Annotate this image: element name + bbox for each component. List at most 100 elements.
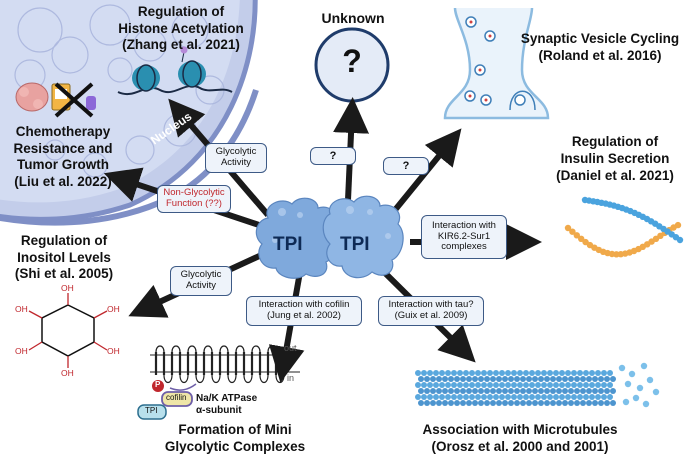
microtubules-title: Association with Microtubules (Orosz et … xyxy=(400,422,640,455)
tubulin-dimer xyxy=(427,370,433,376)
tubulin-dimer xyxy=(463,382,469,388)
tubulin-dimer xyxy=(448,376,454,382)
free-tubulin xyxy=(622,398,630,406)
tubulin-dimer xyxy=(505,394,511,400)
inositol-outcome-title: Regulation of Inositol Levels (Shi et al… xyxy=(0,233,128,283)
tubulin-dimer xyxy=(556,400,562,406)
tubulin-dimer xyxy=(466,388,472,394)
tubulin-dimer xyxy=(484,376,490,382)
tubulin-dimer xyxy=(559,370,565,376)
tubulin-dimer xyxy=(451,382,457,388)
membrane-out-label: out xyxy=(284,343,297,353)
block-x-icon xyxy=(54,82,94,118)
tubulin-dimer xyxy=(610,376,616,382)
tubulin-dimer xyxy=(556,388,562,394)
tubulin-dimer xyxy=(583,382,589,388)
chain-bead xyxy=(578,235,585,242)
tubulin-dimer xyxy=(439,382,445,388)
tubulin-dimer xyxy=(511,382,517,388)
tubulin-dimer xyxy=(589,394,595,400)
mini-line-1: Formation of Mini xyxy=(178,422,292,437)
tubulin-dimer xyxy=(562,376,568,382)
tpi-label-left: TPI xyxy=(273,234,303,255)
chemo-line-3: Tumor Growth xyxy=(17,157,109,172)
tubulin-dimer xyxy=(487,382,493,388)
tubulin-dimer xyxy=(514,400,520,406)
question-mark-icon: ? xyxy=(342,43,362,79)
tubulin-dimer xyxy=(433,370,439,376)
chain-bead xyxy=(674,221,682,229)
tubulin-dimer xyxy=(529,370,535,376)
tubulin-dimer xyxy=(526,376,532,382)
chemo-line-1: Chemotherapy xyxy=(15,124,111,139)
tubulin-dimer xyxy=(535,382,541,388)
insulin-line-2: Insulin Secretion xyxy=(560,151,670,166)
tubulin-dimer xyxy=(520,388,526,394)
tubulin-dimer xyxy=(604,388,610,394)
tpi-small-label: TPI xyxy=(145,406,158,415)
tubulin-dimer xyxy=(574,376,580,382)
phosphate-label: P xyxy=(155,380,161,389)
tubulin-dimer xyxy=(418,388,424,394)
tubulin-dimer xyxy=(439,370,445,376)
tubulin-dimer xyxy=(583,370,589,376)
tubulin-dimer xyxy=(535,370,541,376)
chemo-line-2: Resistance and xyxy=(13,140,113,156)
tubulin-dimer xyxy=(592,388,598,394)
tubulin-dimer xyxy=(523,382,529,388)
oh-label: OH xyxy=(107,346,120,356)
tubulin-dimer xyxy=(550,376,556,382)
tubulin-dimer xyxy=(454,388,460,394)
tubulin-dimer xyxy=(535,394,541,400)
tubulin-dimer xyxy=(610,400,616,406)
tubulin-dimer xyxy=(517,394,523,400)
tubulin-dimer xyxy=(574,400,580,406)
tubulin-dimer xyxy=(562,400,568,406)
tubulin-dimer xyxy=(490,400,496,406)
free-tubulin xyxy=(618,364,626,372)
tubulin-dimer xyxy=(526,400,532,406)
tubulin-dimer xyxy=(442,400,448,406)
tubulin-dimer xyxy=(502,376,508,382)
microtubules-line-1: Association with Microtubules xyxy=(422,422,618,437)
tubulin-dimer xyxy=(469,394,475,400)
chain-bead xyxy=(569,228,576,235)
tubulin-dimer xyxy=(415,382,421,388)
box-line-1: Glycolytic xyxy=(215,146,257,158)
tubulin-dimer xyxy=(487,394,493,400)
oh-label: OH xyxy=(61,283,74,293)
tubulin-dimer xyxy=(466,376,472,382)
box-line-1: Interaction with xyxy=(432,219,496,231)
tubulin-dimer xyxy=(472,388,478,394)
inositol-line-3: (Shi et al. 2005) xyxy=(14,266,114,281)
tubulin-dimer xyxy=(493,382,499,388)
insulin-chain-illustration xyxy=(564,196,684,258)
tubulin-dimer xyxy=(448,388,454,394)
tubulin-dimer xyxy=(442,376,448,382)
tubulin-dimer xyxy=(556,376,562,382)
unknown-title: Unknown xyxy=(321,10,385,26)
tubulin-dimer xyxy=(529,394,535,400)
tubulin-dimer xyxy=(421,394,427,400)
tubulin-dimer xyxy=(475,382,481,388)
tubulin-dimer xyxy=(580,388,586,394)
tubulin-dimer xyxy=(562,388,568,394)
tubulin-dimer xyxy=(505,382,511,388)
tubulin-dimer xyxy=(595,394,601,400)
tubulin-dimer xyxy=(586,388,592,394)
tubulin-dimer xyxy=(604,400,610,406)
tubulin-dimer xyxy=(532,388,538,394)
tubulin-dimer xyxy=(493,394,499,400)
tubulin-dimer xyxy=(502,400,508,406)
tubulin-dimer xyxy=(475,394,481,400)
tubulin-dimer xyxy=(421,382,427,388)
tubulin-dimer xyxy=(445,382,451,388)
chain-bead xyxy=(564,224,572,232)
tubulin-dimer xyxy=(559,394,565,400)
tubulin-dimer xyxy=(607,382,613,388)
tubulin-dimer xyxy=(481,370,487,376)
